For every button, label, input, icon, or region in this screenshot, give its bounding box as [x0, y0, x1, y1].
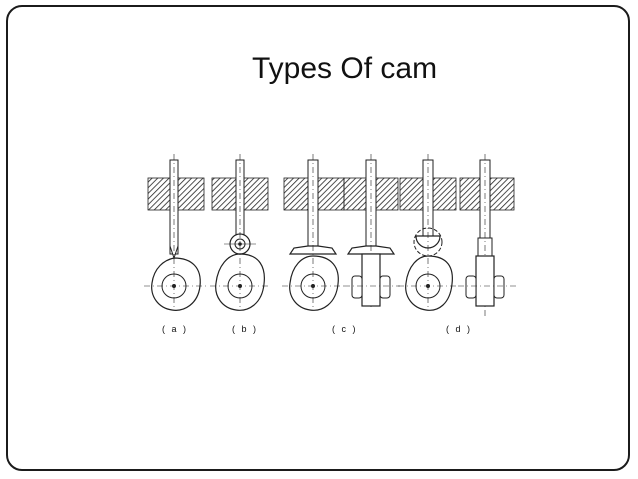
- caption-b: ( b ): [232, 324, 259, 334]
- caption-a: ( a ): [162, 324, 189, 334]
- cam-d-spherical-front: [398, 154, 458, 311]
- caption-c: ( c ): [332, 324, 358, 334]
- cam-c-flat-face-side: [344, 154, 400, 310]
- cam-a-knife-edge: [144, 154, 206, 311]
- guide-blocks: [147, 177, 515, 211]
- cam-d-spherical-side: [458, 154, 516, 316]
- cam-types-figure: ( a ) ( b ) ( c ) ( d ): [140, 150, 520, 340]
- cam-c-flat-face-front: [282, 154, 344, 311]
- cam-b-roller: [210, 154, 270, 311]
- slide-title: Types Of cam: [252, 52, 438, 85]
- caption-d: ( d ): [446, 324, 473, 334]
- cam-diagram: [144, 154, 516, 316]
